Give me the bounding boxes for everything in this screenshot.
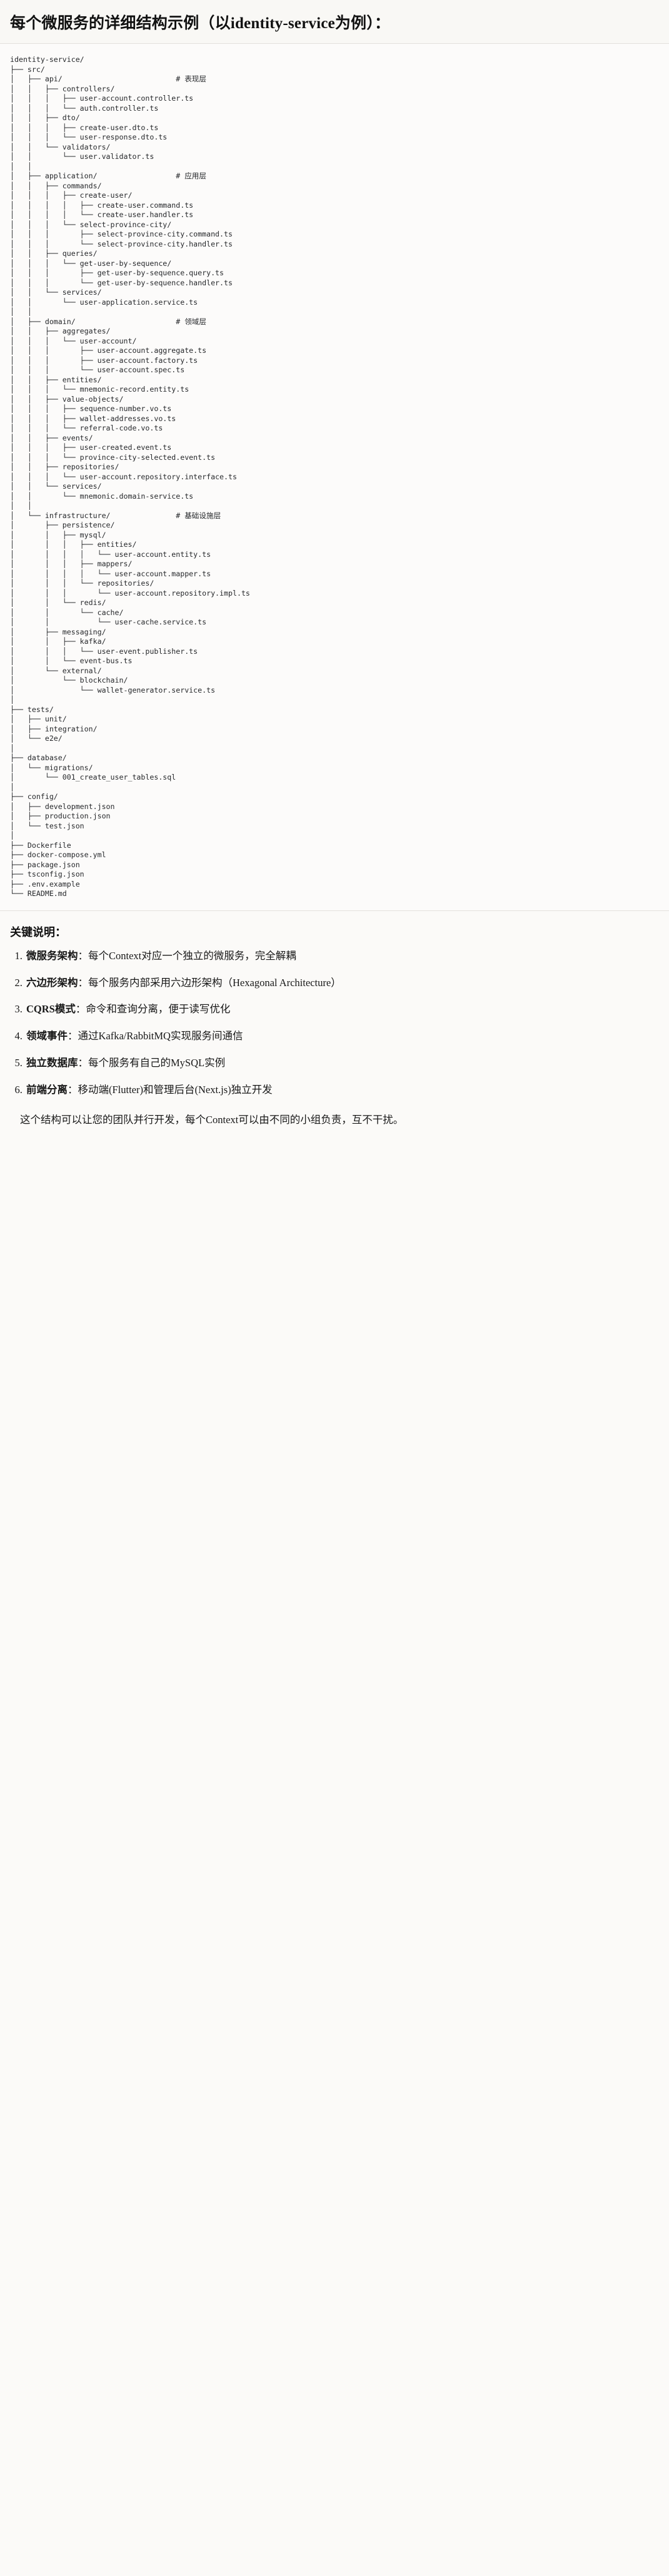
- key-point-term: 领域事件: [26, 1030, 68, 1042]
- list-item: 微服务架构：每个Context对应一个独立的微服务，完全解耦: [25, 949, 659, 964]
- key-points-list: 微服务架构：每个Context对应一个独立的微服务，完全解耦 六边形架构：每个服…: [10, 949, 659, 1098]
- directory-tree: identity-service/ ├── src/ │ ├── api/ # …: [10, 55, 250, 899]
- key-point-desc: ：每个服务内部采用六边形架构（Hexagonal Architecture）: [78, 976, 341, 989]
- key-points-section: 关键说明： 微服务架构：每个Context对应一个独立的微服务，完全解耦 六边形…: [0, 910, 669, 1151]
- key-point-desc: ：命令和查询分离，便于读写优化: [75, 1003, 231, 1016]
- key-points-title: 关键说明：: [10, 925, 66, 939]
- key-point-desc: ：每个服务有自己的MySQL实例: [78, 1056, 226, 1069]
- document-page: 每个微服务的详细结构示例（以identity-service为例）： ident…: [0, 0, 669, 1151]
- key-point-term: 微服务架构: [26, 949, 78, 962]
- list-item: 前端分离：移动端(Flutter)和管理后台(Next.js)独立开发: [25, 1082, 659, 1098]
- directory-tree-block: identity-service/ ├── src/ │ ├── api/ # …: [0, 44, 669, 911]
- list-item: 独立数据库：每个服务有自己的MySQL实例: [25, 1056, 659, 1071]
- key-point-term: CQRS模式: [26, 1003, 76, 1016]
- key-point-desc: ：通过Kafka/RabbitMQ实现服务间通信: [68, 1030, 243, 1042]
- list-item: 六边形架构：每个服务内部采用六边形架构（Hexagonal Architectu…: [25, 975, 659, 991]
- key-point-desc: ：每个Context对应一个独立的微服务，完全解耦: [78, 949, 296, 962]
- list-item: CQRS模式：命令和查询分离，便于读写优化: [25, 1002, 659, 1017]
- key-point-term: 前端分离: [26, 1083, 68, 1096]
- key-point-desc: ：移动端(Flutter)和管理后台(Next.js)独立开发: [68, 1083, 273, 1096]
- key-point-term: 独立数据库: [26, 1056, 78, 1069]
- key-point-term: 六边形架构: [26, 976, 78, 989]
- key-points-footer: 这个结构可以让您的团队并行开发，每个Context可以由不同的小组负责，互不干扰…: [20, 1114, 404, 1126]
- document-header: 每个微服务的详细结构示例（以identity-service为例）：: [0, 0, 669, 44]
- list-item: 领域事件：通过Kafka/RabbitMQ实现服务间通信: [25, 1029, 659, 1044]
- page-title: 每个微服务的详细结构示例（以identity-service为例）：: [10, 15, 391, 32]
